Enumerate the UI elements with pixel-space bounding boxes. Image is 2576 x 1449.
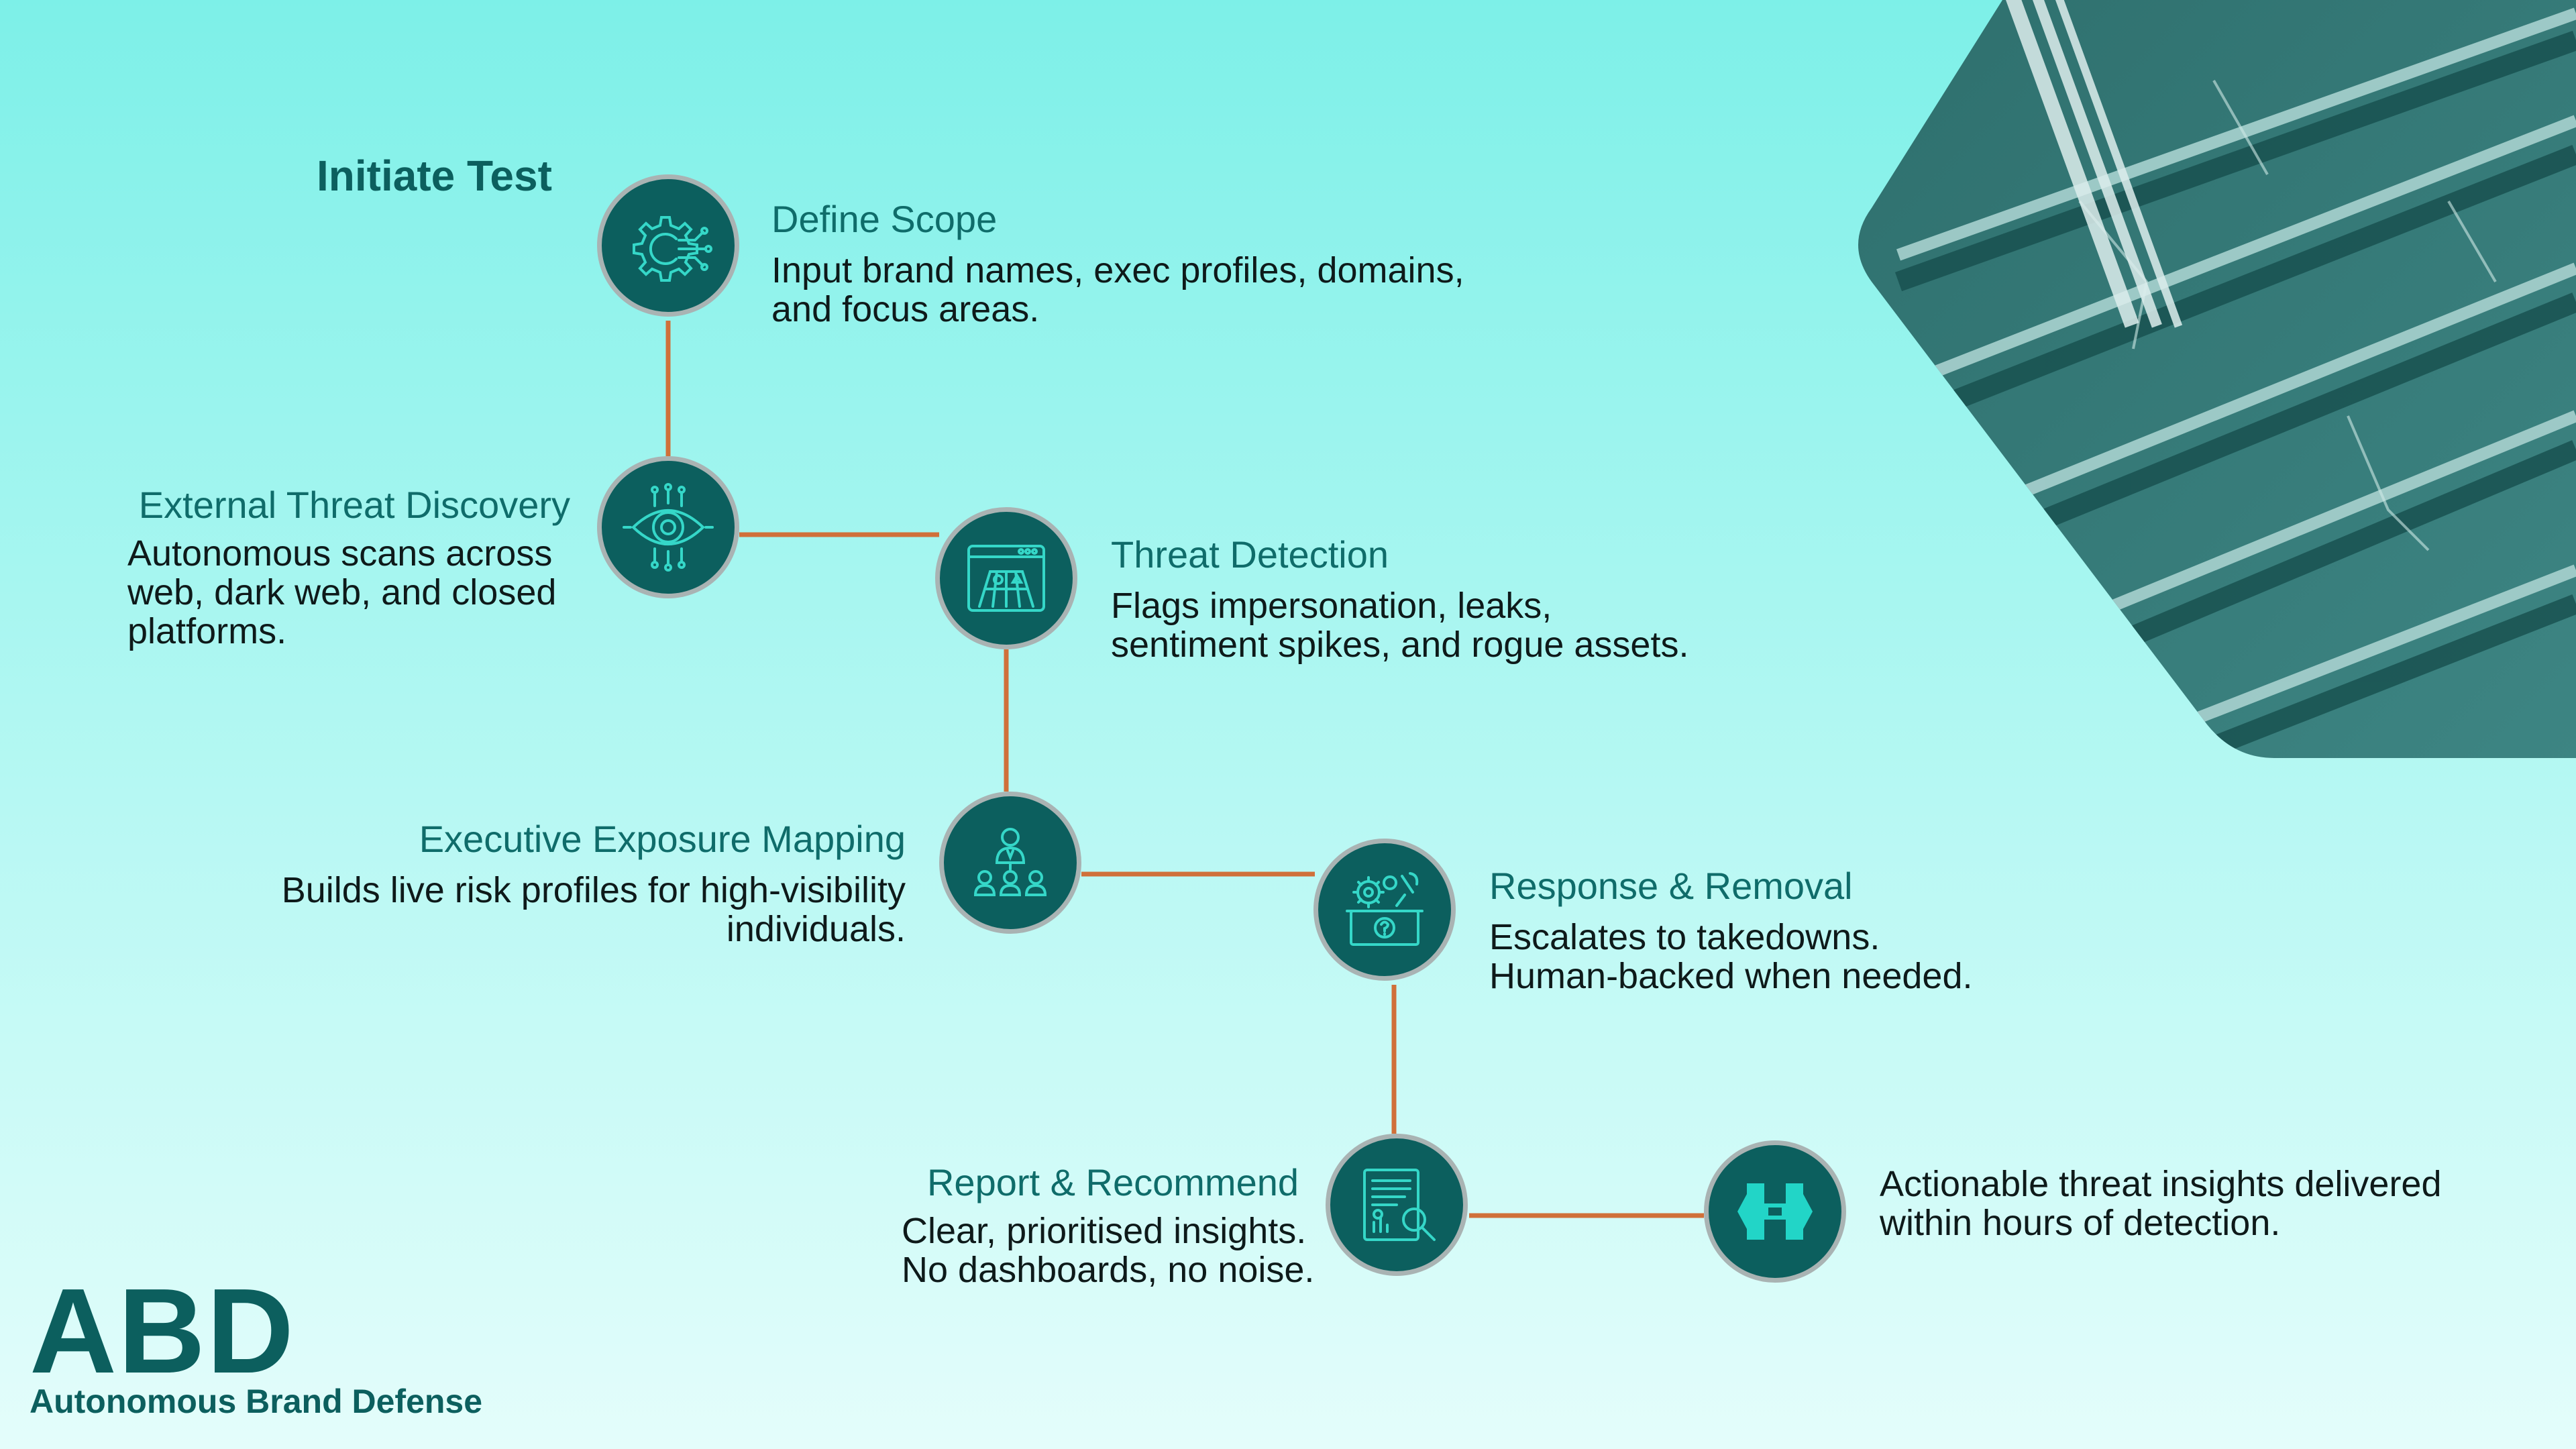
step-desc-line: Escalates to takedowns. bbox=[1489, 917, 1880, 957]
step-desc-line: and focus areas. bbox=[771, 289, 1040, 329]
step-desc-line: individuals. bbox=[726, 909, 906, 949]
step-title-report-recommend: Report & Recommend bbox=[926, 1161, 1299, 1203]
step-desc-line: Human-backed when needed. bbox=[1489, 956, 1973, 996]
step-desc-line: No dashboards, no noise. bbox=[902, 1250, 1315, 1290]
step-desc-outcome: Actionable threat insights delivered wit… bbox=[1880, 1165, 2442, 1242]
initiate-test-title: Initiate Test bbox=[317, 152, 552, 200]
step-desc-line: platforms. bbox=[127, 611, 287, 651]
step-desc-line: Clear, prioritised insights. bbox=[902, 1211, 1307, 1251]
people-hierarchy-icon bbox=[973, 828, 1047, 896]
step-desc-define-scope: Input brand names, exec profiles, domain… bbox=[771, 251, 1464, 329]
report-magnifier-icon bbox=[1363, 1169, 1436, 1241]
step-node-response-removal bbox=[1313, 839, 1456, 981]
step-desc-external-threat-discovery: Autonomous scans across web, dark web, a… bbox=[127, 534, 556, 651]
step-title-response-removal: Response & Removal bbox=[1489, 865, 1853, 907]
step-desc-line: sentiment spikes, and rogue assets. bbox=[1111, 625, 1689, 665]
step-desc-line: within hours of detection. bbox=[1880, 1203, 2281, 1243]
step-desc-executive-exposure-mapping: Builds live risk profiles for high-visib… bbox=[282, 871, 906, 949]
step-title-threat-detection: Threat Detection bbox=[1111, 533, 1389, 576]
step-desc-line: Input brand names, exec profiles, domain… bbox=[771, 250, 1464, 290]
eye-circuit-icon bbox=[623, 483, 714, 572]
step-node-outcome bbox=[1704, 1140, 1846, 1283]
gear-circuit-icon bbox=[633, 216, 712, 282]
step-desc-line: Autonomous scans across bbox=[127, 533, 553, 574]
step-desc-line: web, dark web, and closed bbox=[127, 572, 557, 612]
step-desc-line: Builds live risk profiles for high-visib… bbox=[281, 870, 906, 910]
step-title-executive-exposure-mapping: Executive Exposure Mapping bbox=[419, 818, 906, 860]
step-node-external-threat-discovery bbox=[597, 456, 739, 598]
step-title-external-threat-discovery: External Threat Discovery bbox=[138, 484, 570, 526]
brand-name: Autonomous Brand Defense bbox=[30, 1383, 483, 1420]
step-node-report-recommend bbox=[1326, 1134, 1468, 1276]
step-title-define-scope: Define Scope bbox=[771, 198, 998, 240]
gears-wrench-icon bbox=[1346, 872, 1424, 946]
step-desc-line: Flags impersonation, leaks, bbox=[1111, 586, 1552, 626]
browser-map-icon bbox=[967, 545, 1045, 612]
step-desc-threat-detection: Flags impersonation, leaks, sentiment sp… bbox=[1111, 586, 1688, 664]
step-node-define-scope bbox=[597, 174, 739, 317]
step-desc-line: Actionable threat insights delivered bbox=[1880, 1164, 2442, 1204]
step-desc-report-recommend: Clear, prioritised insights. No dashboar… bbox=[902, 1212, 1314, 1289]
brand-logo-abbr: ABD bbox=[30, 1264, 295, 1399]
step-node-threat-detection bbox=[935, 507, 1077, 649]
step-node-executive-exposure-mapping bbox=[939, 792, 1081, 934]
brand-logo-icon bbox=[1737, 1183, 1813, 1240]
step-desc-response-removal: Escalates to takedowns. Human-backed whe… bbox=[1489, 918, 1972, 996]
